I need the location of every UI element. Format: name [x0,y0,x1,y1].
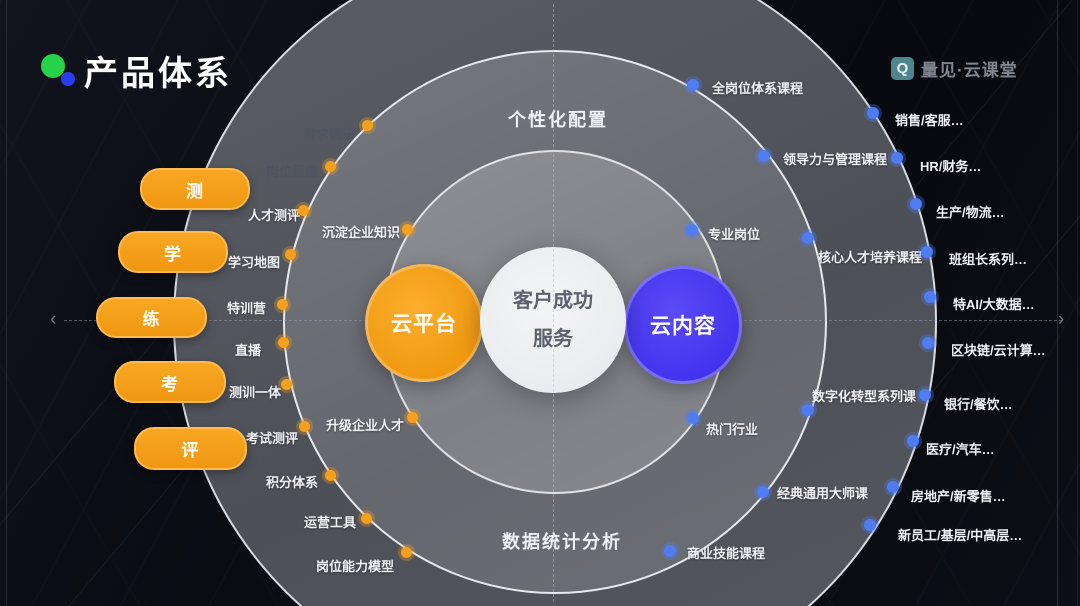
category-item-label: 销售/客服… [895,113,964,128]
orange-dot [281,379,292,390]
cloud-platform-label: 云平台 [391,313,457,336]
right-edge-line-2 [1077,0,1078,606]
blue-dot [686,224,698,236]
category-item-label: 房地产/新零售… [911,489,1006,504]
blue-dot [802,404,814,416]
cloud-content-label: 云内容 [650,315,716,338]
category-item-label: 医疗/汽车… [926,442,995,457]
course-item-label: 领导力与管理课程 [783,152,888,167]
course-item-label: 商业技能课程 [687,546,766,561]
blue-dot [887,481,899,493]
blue-dot [907,435,919,447]
blue-dot [758,150,770,162]
orange-dot [362,120,373,131]
cloud-platform-bubble: 云平台 [365,264,483,382]
blue-dot [922,337,934,349]
blue-dot [921,246,933,258]
category-item-label: 生产/物流… [936,205,1005,220]
stage-pill-xue: 学 [118,231,228,273]
blue-dot [891,152,903,164]
platform-item-label: 需求调研 [303,127,356,142]
left-arrow-icon: ‹ [50,309,57,330]
orange-dot [277,299,288,310]
course-item-label: 热门行业 [706,422,759,437]
platform-item-label: 直播 [235,343,262,358]
right-edge-line [1057,0,1058,606]
platform-item-label: 学习地图 [228,255,281,270]
brand-logo: Q 量见·云课堂 [891,56,1018,81]
orange-dot [402,224,413,235]
logo-green-dot-icon [41,54,65,78]
course-item-label: 专业岗位 [708,227,761,242]
category-item-label: 银行/餐饮… [944,397,1013,412]
platform-item-label: 升级企业人才 [326,418,405,433]
category-item-label: 特AI/大数据… [953,297,1035,312]
blue-dot [687,412,699,424]
orange-dot [278,337,289,348]
top-section-label: 个性化配置 [508,110,608,130]
blue-dot [757,486,769,498]
blue-dot [867,107,879,119]
platform-item-label: 沉淀企业知识 [322,225,401,240]
orange-dot [361,513,372,524]
stage-pill-ping: 评 [134,427,247,470]
orange-dot [325,161,336,172]
platform-item-label: 人才测评 [248,208,301,223]
course-item-label: 经典通用大师课 [777,486,869,501]
brand-q-icon: Q [891,57,914,80]
blue-dot [924,291,936,303]
logo-blue-dot-icon [61,72,75,86]
vertical-axis-line [553,4,554,602]
course-item-label: 全岗位体系课程 [712,81,804,96]
blue-dot [910,198,922,210]
category-item-label: 班组长系列… [949,252,1028,267]
stage-pill-kao: 考 [114,361,226,403]
platform-item-label: 测训一体 [229,385,282,400]
blue-dot [802,232,814,244]
category-item-label: 区块链/云计算… [951,343,1046,358]
orange-dot [285,249,296,260]
cloud-content-bubble: 云内容 [624,266,742,384]
platform-item-label: 特训营 [227,301,267,316]
orange-dot [299,421,310,432]
stage-pill-lian: 练 [96,297,207,338]
platform-item-label: 考试测评 [246,431,299,446]
course-item-label: 数字化转型系列课 [812,389,917,404]
blue-dot [919,389,931,401]
stage-pill-ce: 测 [140,168,250,210]
left-edge-line [6,0,7,606]
right-arrow-icon: › [1058,309,1065,330]
orange-dot [401,547,412,558]
blue-dot [864,519,876,531]
page-title: 产品体系 [84,55,232,93]
platform-item-label: 积分体系 [266,475,319,490]
course-item-label: 核心人才培养课程 [818,250,923,265]
blue-dot [687,79,699,91]
orange-dot [407,412,418,423]
orange-dot [325,470,336,481]
category-item-label: HR/财务… [920,159,982,174]
bottom-section-label: 数据统计分析 [502,532,622,552]
orange-dot [298,205,309,216]
platform-item-label: 运营工具 [304,515,357,530]
platform-item-label: 岗位能力模型 [316,559,395,574]
blue-dot [664,545,676,557]
platform-item-label: 岗位画像 [266,164,319,179]
category-item-label: 新员工/基层/中高层… [898,528,1023,543]
brand-name: 量见·云课堂 [921,61,1018,80]
